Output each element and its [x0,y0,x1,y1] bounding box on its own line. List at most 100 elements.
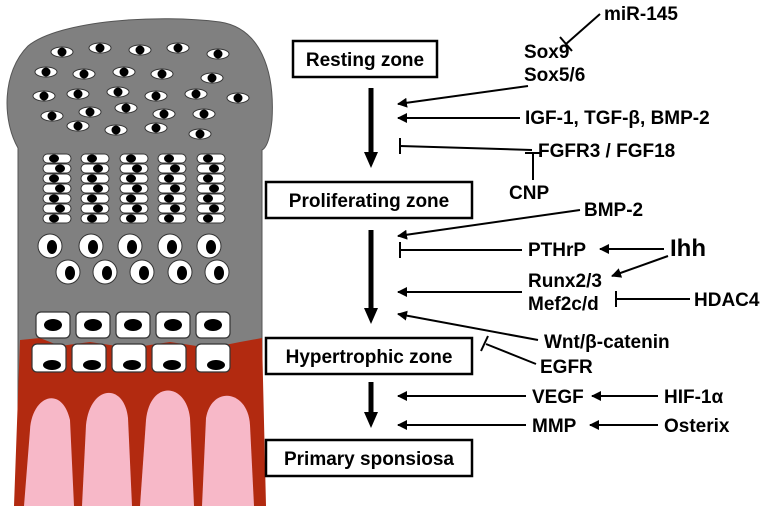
resting-cell [152,108,176,120]
resting-cell [88,42,112,54]
proliferating-cell [42,203,72,214]
hypertrophic-cell [195,311,231,339]
hypertrophic-cell [115,311,151,339]
prehypertrophic-cells [37,233,230,285]
proliferating-zone-box [264,180,474,220]
resting-cell [192,108,216,120]
fgfr3-fgf18-label: FGFR3 / FGF18 [538,141,675,162]
hypertrophic-zone-cells [31,311,231,373]
osterix-label: Osterix [664,416,730,437]
proliferating-cell [42,213,72,224]
wnt-beta-catenin-label: Wnt/β-catenin [544,332,670,353]
proliferating-cell [80,163,110,174]
resting-cell [128,44,152,56]
resting-cell [166,42,190,54]
primary-spongiosa-label: Primary sponsiosa [284,449,454,470]
proliferating-zone-cells [42,153,226,224]
resting-cell [226,92,250,104]
proliferating-cell [42,153,72,164]
zone-flow: Resting zone Proliferating zone Hypertro… [264,39,474,478]
proliferating-cell [119,193,149,204]
hypertrophic-cell [195,343,231,373]
sox9-label: Sox9 [524,42,569,63]
edge-fgfr3-inhibits [399,145,533,151]
proliferating-cell [196,163,226,174]
resting-cell [34,66,58,78]
edge-mir145-inhibits-sox9 [565,13,601,45]
hypertrophic-cell [75,311,111,339]
hypertrophic-zone-box [264,336,474,376]
proliferating-cell [80,193,110,204]
proliferating-cell [119,163,149,174]
edge-sox-activates [397,85,529,108]
regulators: miR-145 Sox9 Sox5/6 IGF-1, TGF-β, BMP-2 … [397,4,760,437]
prehypertrophic-cell [78,233,104,259]
proliferating-cell [42,183,72,194]
prehypertrophic-cell [157,233,183,259]
bmp2-label: BMP-2 [584,200,643,221]
proliferating-cell [80,183,110,194]
hif1a-label: HIF-1α [664,387,724,408]
edge-egfr-inhibits [485,343,537,365]
proliferating-cell [157,153,187,164]
proliferating-cell [157,163,187,174]
hypertrophic-cell [151,343,187,373]
proliferating-cell [80,213,110,224]
edge-mir145-inhibits-sox9-bar [559,36,573,52]
hypertrophic-cell [71,343,107,373]
resting-cell [200,72,224,84]
prehypertrophic-cell [117,233,143,259]
egfr-label: EGFR [540,357,593,378]
resting-cell [112,66,136,78]
proliferating-cell [80,173,110,184]
proliferating-cell [42,173,72,184]
proliferating-cell [119,173,149,184]
resting-cell [78,106,102,118]
hypertrophic-cell [35,311,71,339]
proliferating-cell [157,183,187,194]
hypertrophic-cell [31,343,67,373]
proliferating-cell [157,193,187,204]
mef2cd-label: Mef2c/d [528,294,599,315]
prehypertrophic-cell [204,259,230,285]
proliferating-cell [196,173,226,184]
resting-cell [40,110,64,122]
resting-zone-label: Resting zone [306,50,424,71]
hypertrophic-zone-label: Hypertrophic zone [286,347,453,368]
cnp-label: CNP [509,183,549,204]
edge-wnt-activates [397,310,539,341]
resting-cell [50,46,74,58]
proliferating-cell [119,203,149,214]
resting-cell [114,102,138,114]
resting-cell [72,68,96,80]
edge-egfr-inhibits-bar [480,335,489,352]
mir145-label: miR-145 [604,4,678,25]
resting-cell [32,90,56,102]
resting-cell [144,90,168,102]
proliferating-cell [196,213,226,224]
proliferating-cell [157,203,187,214]
resting-zone-cells [32,42,250,140]
prehypertrophic-cell [55,259,81,285]
hypertrophic-cell [111,343,147,373]
proliferating-cell [196,203,226,214]
igf-tgf-bmp-label: IGF-1, TGF-β, BMP-2 [525,108,710,129]
proliferating-cell [196,193,226,204]
runx23-label: Runx2/3 [528,271,602,292]
vegf-label: VEGF [532,387,584,408]
resting-zone-box [291,39,439,79]
sox56-label: Sox5/6 [524,65,585,86]
edge-bmp2-activates [397,209,581,240]
pthrp-label: PTHrP [528,240,586,261]
proliferating-cell [157,173,187,184]
growth-plate-illustration [6,18,273,506]
prehypertrophic-cell [167,259,193,285]
resting-cell [106,86,130,98]
proliferating-cell [80,153,110,164]
prehypertrophic-cell [37,233,63,259]
prehypertrophic-cell [92,259,118,285]
proliferating-cell [157,213,187,224]
proliferating-zone-label: Proliferating zone [289,191,449,212]
primary-spongiosa-box [264,438,474,478]
